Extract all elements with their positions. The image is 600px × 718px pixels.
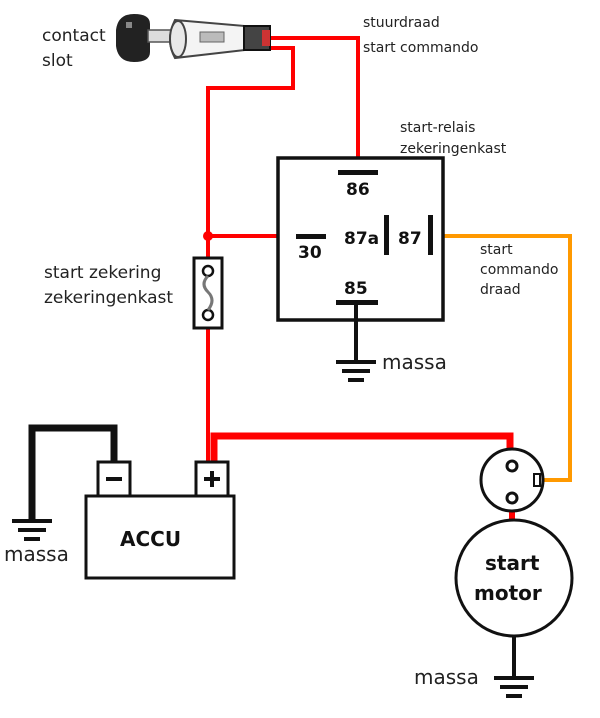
- pin-87a-bar: [384, 215, 389, 255]
- wire-battery-ground: [28, 424, 118, 520]
- wire-87-to-starter: [432, 234, 572, 482]
- battery-label: ACCU: [120, 527, 181, 551]
- fuse-label-1: start zekering: [44, 263, 161, 283]
- contact-slot-label-2: slot: [42, 51, 73, 71]
- pin-86-label: 86: [346, 180, 370, 200]
- pin-30-label: 30: [298, 243, 322, 263]
- contact-slot-icon: [116, 14, 271, 62]
- starter-motor-icon: [454, 518, 574, 638]
- motor-label-2: motor: [474, 581, 542, 605]
- relais-label-2: zekeringenkast: [400, 141, 507, 157]
- junction-dot: [203, 231, 213, 241]
- battery-icon: [84, 460, 236, 580]
- start-commando-label: start commando: [363, 40, 479, 56]
- fuse-icon: [192, 256, 224, 330]
- ground-icon-relais: [336, 304, 376, 382]
- red-wires: [206, 36, 360, 470]
- ground-icon-motor: [494, 636, 534, 698]
- pin-87-label: 87: [398, 229, 422, 249]
- stuurdraad-label: stuurdraad: [363, 15, 440, 31]
- pin-87-bar: [428, 215, 433, 255]
- pin-30-bar: [296, 234, 326, 239]
- relais-label-1: start-relais: [400, 120, 475, 136]
- wire-battery-to-starter: [210, 432, 514, 468]
- starter-solenoid-icon: [479, 447, 545, 513]
- pin-85-label: 85: [344, 279, 368, 299]
- contact-slot-label-1: contact: [42, 26, 106, 46]
- wire-switch-supply: [206, 46, 295, 238]
- pin-87a-label: 87a: [344, 229, 379, 249]
- battery-neg-sign: [106, 477, 122, 481]
- ground-icon-accu: [12, 519, 52, 541]
- fuse-label-2: zekeringenkast: [44, 288, 173, 308]
- pin-85-bar: [336, 300, 378, 305]
- massa-motor-label: massa: [414, 665, 479, 689]
- motor-label-1: start: [485, 551, 540, 575]
- start-cmd-label-3: draad: [480, 282, 521, 298]
- battery-pos-sign: [204, 471, 220, 487]
- wire-switch-to-86: [268, 36, 360, 162]
- massa-accu-label: massa: [4, 542, 69, 566]
- start-cmd-label-2: commando: [480, 262, 558, 278]
- pin-86-bar: [338, 170, 378, 175]
- start-cmd-label-1: start: [480, 242, 513, 258]
- massa-relais-label: massa: [382, 350, 447, 374]
